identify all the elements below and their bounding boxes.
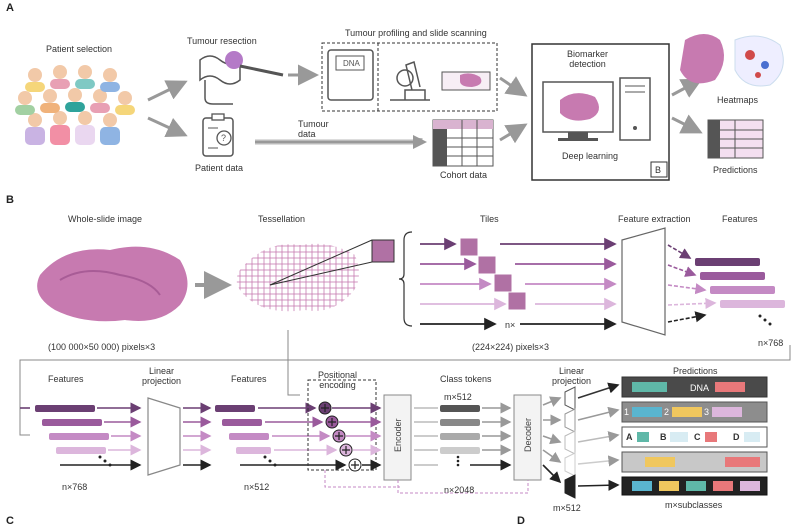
letter-label-c: C xyxy=(694,432,701,442)
wsi-tissue xyxy=(37,246,188,322)
tumour-icon xyxy=(225,51,243,69)
letter-label-b: B xyxy=(660,432,667,442)
label-n768-c: n×768 xyxy=(62,482,88,492)
section-label-c: C xyxy=(6,515,14,527)
linear-projection-trapezoid xyxy=(147,397,181,476)
label-patient-selection: Patient selection xyxy=(46,44,113,54)
cohort-table-icon xyxy=(432,119,494,167)
letter-label-a: A xyxy=(626,432,633,442)
positional-encoding-box xyxy=(307,379,377,471)
positional-plus-icons xyxy=(318,401,362,472)
patient-group-illustration xyxy=(15,65,135,145)
label-biomarker: Biomarker detection xyxy=(567,49,609,69)
class-token-bars xyxy=(440,405,480,467)
label-profiling: Tumour profiling and slide scanning xyxy=(345,28,487,38)
heatmap-overlay xyxy=(734,35,784,87)
label-feature-extraction: Feature extraction xyxy=(618,214,691,224)
token-out-arrows xyxy=(470,402,512,471)
class-label-2: 2 xyxy=(664,407,670,417)
c-arrows-1 xyxy=(60,402,142,471)
c-arrows-2 xyxy=(183,402,212,471)
label-predictions-a: Predictions xyxy=(713,165,758,175)
b-to-c-connector xyxy=(19,345,791,436)
section-label-a: A xyxy=(6,2,14,14)
tessellated-tissue xyxy=(236,243,359,312)
c-arrows-4 xyxy=(332,402,382,471)
label-subclasses: m×subclasses xyxy=(665,500,723,510)
label-wsi-dims: (100 000×50 000) pixels×3 xyxy=(48,342,156,352)
arrow-to-predictions xyxy=(671,114,703,134)
svg-text:DNA: DNA xyxy=(343,59,361,68)
intestine-illustration xyxy=(199,55,241,105)
c-features-in xyxy=(35,405,112,467)
label-n2048: n×2048 xyxy=(444,485,475,495)
label-b-box: B xyxy=(655,165,662,175)
scalpel-icon xyxy=(239,64,284,77)
label-deep-learning: Deep learning xyxy=(562,151,619,161)
decoder-out-arrows xyxy=(542,396,562,484)
feature-arrows xyxy=(500,237,617,331)
label-predictions-c: Predictions xyxy=(673,366,718,376)
label-wsi: Whole-slide image xyxy=(68,214,143,224)
letter-label-d: D xyxy=(733,432,740,442)
tile-arrows xyxy=(420,237,507,331)
decoder-label: Decoder xyxy=(523,418,533,452)
clipboard-icon: ? xyxy=(202,113,234,157)
arrow-patient-to-data xyxy=(147,116,188,138)
label-cohort-data: Cohort data xyxy=(440,170,488,180)
predictions-table-icon xyxy=(707,119,764,159)
label-features-b: Features xyxy=(722,214,758,224)
encoder-label: Encoder xyxy=(393,418,403,452)
c-features-proj xyxy=(215,405,277,467)
label-heatmaps: Heatmaps xyxy=(717,95,759,105)
label-tumour-resection: Tumour resection xyxy=(187,36,257,46)
label-tile-dims: (224×224) pixels×3 xyxy=(472,342,550,352)
label-n768-b: n×768 xyxy=(758,338,784,348)
feature-extractor-trapezoid xyxy=(621,227,666,336)
arrow-patient-to-resection xyxy=(147,80,188,102)
label-features-proj: Features xyxy=(231,374,267,384)
extractor-out-arrows xyxy=(667,244,717,323)
section-label-b: B xyxy=(6,194,14,206)
arrow-cohort-to-dl xyxy=(499,123,528,144)
sequencer-icon: DNA xyxy=(327,49,374,101)
svg-text:DNA: DNA xyxy=(690,383,709,393)
label-n512: n×512 xyxy=(244,482,270,492)
label-patient-data: Patient data xyxy=(195,163,244,173)
class-label-3: 3 xyxy=(704,407,710,417)
section-label-d: D xyxy=(517,515,525,527)
tiles-brace xyxy=(398,231,413,327)
linear-projection-2-trapezoids xyxy=(564,386,576,499)
label-m512: m×512 xyxy=(553,503,581,513)
class-label-1: 1 xyxy=(624,407,630,417)
label-n-times: n× xyxy=(505,320,516,330)
label-tumour-data: Tumour data xyxy=(298,119,329,139)
label-tessellation: Tessellation xyxy=(258,214,306,224)
tile-stack xyxy=(459,237,527,311)
label-linear-projection-2: Linear projection xyxy=(552,366,592,386)
label-class-tokens: Class tokens xyxy=(440,374,492,384)
encoder-out-arrows xyxy=(414,407,438,466)
profiling-box xyxy=(321,42,498,112)
arrow-profiling-to-dl xyxy=(499,76,528,97)
label-features-in: Features xyxy=(48,374,84,384)
microscope-icon xyxy=(390,60,430,101)
label-tiles: Tiles xyxy=(480,214,499,224)
predictions-panel: DNA xyxy=(621,376,768,496)
label-linear-projection: Linear projection xyxy=(142,366,182,386)
feature-bars xyxy=(695,258,785,326)
tile-zoom xyxy=(371,239,395,263)
c-arrows-3 xyxy=(240,402,347,471)
prediction-arrows xyxy=(577,382,620,491)
svg-text:?: ? xyxy=(221,133,226,143)
label-positional-encoding: Positional encoding xyxy=(318,370,358,390)
label-m512-top: m×512 xyxy=(444,392,472,402)
heatmap-tissue xyxy=(680,34,724,84)
computer-icon xyxy=(542,77,651,141)
